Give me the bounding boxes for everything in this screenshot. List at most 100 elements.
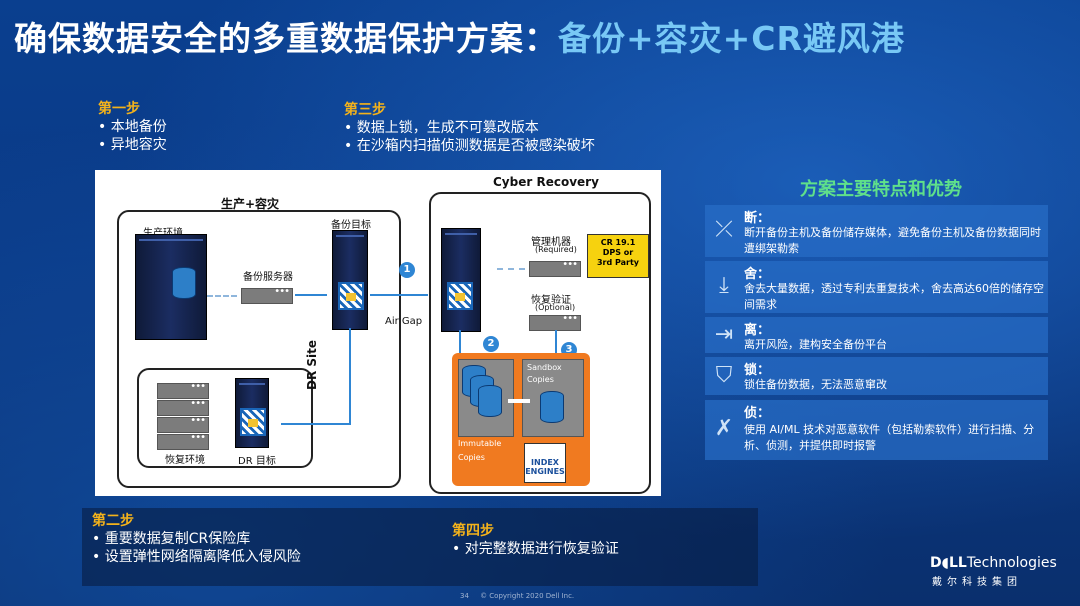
advantage-item: ⤫ 断： 断开备份主机及备份储存媒体，避免备份主机及备份数据同时遭绑架勒索 [705, 205, 1048, 257]
page-title-main: 确保数据安全的多重数据保护方案： [14, 19, 558, 58]
recovery-server-icon [157, 398, 209, 416]
step-1-heading: 第一步 [98, 101, 140, 117]
step-3: 第三步 • 数据上锁，生成不可篡改版本 • 在沙箱内扫描侦测数据是否被感染破坏 [344, 101, 595, 155]
advantage-heading: 侦： [744, 406, 771, 421]
download-icon: ⤓ [719, 273, 729, 298]
air-gap-label: Air Gap [385, 316, 423, 327]
backup-target-label: 备份目标 [331, 220, 371, 231]
arrow-right [295, 294, 327, 296]
cr-version-note: CR 19.1 DPS or 3rd Party [587, 234, 649, 278]
cr-line: 3rd Party [596, 258, 640, 267]
advantage-body: 锁住备份数据，无法恶意窜改 [744, 378, 887, 391]
lock-icon [447, 282, 473, 310]
recovery-server-icon [157, 415, 209, 433]
sandbox-label: Sandbox [527, 363, 562, 372]
advantage-body: 断开备份主机及备份储存媒体，避免备份主机及备份数据同时遭绑架勒索 [744, 226, 1041, 255]
step-4-heading: 第四步 [452, 523, 494, 539]
advantage-heading: 离： [744, 323, 771, 338]
step-1-item: • 本地备份 [98, 119, 167, 135]
step-3-heading: 第三步 [344, 102, 386, 118]
exit-icon: ⇥ [714, 322, 734, 347]
copy-arrow [508, 399, 530, 403]
page-title: 确保数据安全的多重数据保护方案：备份+容灾+CR避风港 [14, 12, 905, 60]
dr-site-label: DR Site [305, 339, 319, 390]
cyber-recovery-box [429, 192, 651, 494]
step-4: 第四步 • 对完整数据进行恢复验证 [452, 522, 619, 558]
dashed-link [207, 295, 237, 297]
index-engines-text: ENGINES [525, 467, 565, 476]
backup-target-rack-icon [332, 230, 368, 330]
backup-server-label: 备份服务器 [243, 272, 293, 283]
advantage-body: 舍去大量数据，透过专利去重复技术，舍去高达60倍的储存空间需求 [744, 282, 1044, 311]
step-3-item: • 数据上锁，生成不可篡改版本 [344, 120, 539, 136]
step-4-item: • 对完整数据进行恢复验证 [452, 541, 619, 557]
cyber-vault: Sandbox Copies Immutable Copies INDEX EN… [452, 353, 590, 486]
index-engines-text: INDEX [531, 458, 559, 467]
optional-label: (Optional) [535, 303, 576, 312]
footer: 34 © Copyright 2020 Dell Inc. [460, 592, 574, 600]
recovery-server-icon [157, 381, 209, 399]
arrow-up [555, 330, 557, 354]
step-badge-2: 2 [483, 336, 499, 352]
step-1: 第一步 • 本地备份 • 异地容灾 [98, 100, 167, 154]
advantage-item: ✗ 侦： 使用 AI/ML 技术对恶意软件（包括勒索软件）进行扫描、分析、侦测，… [705, 400, 1048, 460]
dr-target-label: DR 目标 [238, 456, 276, 467]
required-label: (Required) [535, 245, 577, 254]
mgmt-host-label: 管理机器 [531, 237, 571, 248]
recovery-verify-label: 恢复验证 [531, 295, 571, 306]
dell-logo-text: D◖LL [930, 555, 967, 571]
index-engines-logo: INDEX ENGINES [524, 443, 566, 483]
technologies-text: Technologies [966, 555, 1057, 571]
production-database-icon [172, 267, 196, 299]
step-2-item: • 重要数据复制CR保险库 [92, 531, 251, 547]
advantage-body: 离开风险，建构安全备份平台 [744, 338, 887, 351]
sandbox-copy-icon [540, 391, 564, 423]
broken-link-icon: ⤫ [715, 217, 733, 242]
page-number: 34 [460, 592, 469, 600]
dell-technologies-logo: D◖LLTechnologies [930, 555, 1057, 571]
dell-logo-cn: 戴尔科技集团 [932, 577, 1022, 588]
step-2-item: • 设置弹性网络隔离降低入侵风险 [92, 549, 301, 565]
prod-dr-label: 生产+容灾 [221, 197, 280, 211]
cr-line: CR 19.1 [600, 238, 636, 247]
production-rack-icon [135, 234, 207, 340]
cr-line: DPS or [602, 248, 634, 257]
step-badge-1: 1 [399, 262, 415, 278]
step-3-item: • 在沙箱内扫描侦测数据是否被感染破坏 [344, 138, 595, 154]
bottom-band [82, 508, 758, 586]
lock-icon [338, 282, 364, 310]
advantage-item: ⇥ 离： 离开风险，建构安全备份平台 [705, 317, 1048, 353]
immutable-copy-icon [478, 385, 502, 417]
vault-rack-icon [441, 228, 481, 332]
prod-dr-box [117, 210, 401, 488]
immutable-copies-label: Copies [458, 453, 485, 462]
verify-server-icon [529, 313, 581, 331]
arrow-left [281, 423, 351, 425]
recovery-env-label: 恢复环境 [165, 455, 205, 466]
backup-server-icon [241, 286, 293, 304]
advantage-item: ⛉ 锁： 锁住备份数据，无法恶意窜改 [705, 357, 1048, 395]
lock-icon [240, 408, 266, 436]
step-1-item: • 异地容灾 [98, 137, 167, 153]
advantage-heading: 断： [744, 211, 771, 226]
advantage-body: 使用 AI/ML 技术对恶意软件（包括勒索软件）进行扫描、分析、侦测，并提供即时… [744, 423, 1035, 452]
copyright: © Copyright 2020 Dell Inc. [480, 592, 575, 600]
cyber-recovery-label: Cyber Recovery [493, 175, 599, 189]
advantage-item: ⤓ 舍： 舍去大量数据，透过专利去重复技术，舍去高达60倍的储存空间需求 [705, 261, 1048, 313]
arrow-down [349, 328, 351, 424]
air-gap-arrow [370, 294, 428, 296]
immutable-label: Immutable [458, 439, 502, 448]
advantages-title: 方案主要特点和优势 [800, 179, 962, 200]
dr-site-box [137, 368, 313, 468]
recovery-server-icon [157, 432, 209, 450]
step-2: 第二步 • 重要数据复制CR保险库 • 设置弹性网络隔离降低入侵风险 [92, 512, 301, 566]
dashed-link [497, 268, 525, 270]
page-title-highlight: 备份+容灾+CR避风港 [558, 19, 905, 58]
arrow-down [459, 330, 461, 354]
sandbox-copies-label: Copies [527, 375, 554, 384]
architecture-diagram: 生产+容灾 生产环境 备份目标 备份服务器 DR Site 恢复环境 DR 目标… [95, 170, 661, 496]
step-2-heading: 第二步 [92, 513, 134, 529]
shield-icon: ⛉ [715, 363, 733, 388]
advantage-heading: 锁： [744, 363, 771, 378]
advantage-heading: 舍： [744, 267, 771, 282]
